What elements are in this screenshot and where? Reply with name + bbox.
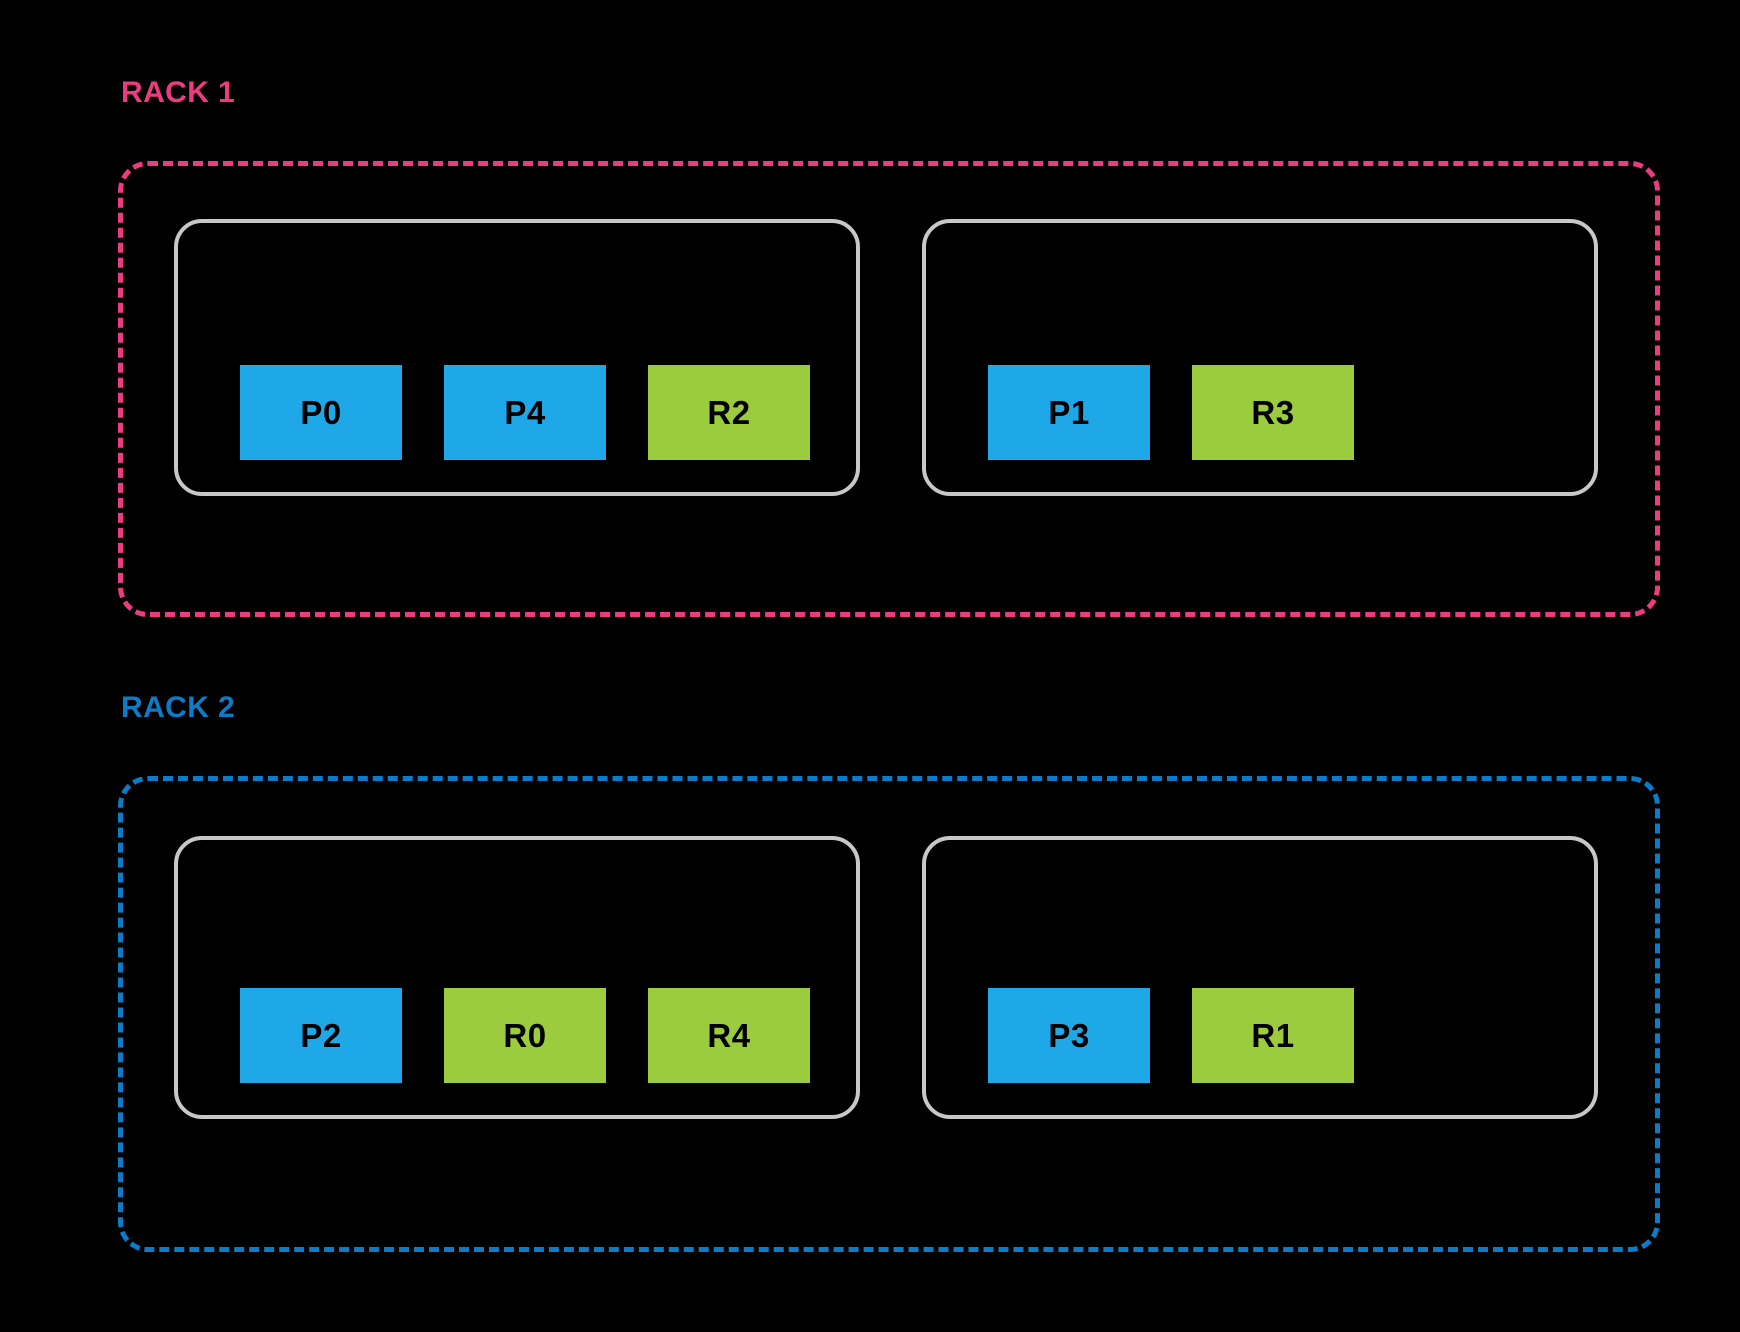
rack-label-rack-2: RACK 2 [121, 691, 236, 724]
replica-chip-r2: R2 [648, 365, 810, 460]
partition-chip-p4: P4 [444, 365, 606, 460]
partition-chip-p0: P0 [240, 365, 402, 460]
rack-label-rack-1: RACK 1 [121, 76, 236, 109]
partition-chip-p1: P1 [988, 365, 1150, 460]
node-box-rack1-node-b: P1 R3 [922, 219, 1598, 496]
replica-chip-r0: R0 [444, 988, 606, 1083]
replica-chip-r1: R1 [1192, 988, 1354, 1083]
replica-chip-r4: R4 [648, 988, 810, 1083]
node-box-rack2-node-b: P3 R1 [922, 836, 1598, 1119]
rack-container-rack-2 [118, 776, 1660, 1252]
partition-chip-p2: P2 [240, 988, 402, 1083]
rack-container-rack-1 [118, 161, 1660, 617]
node-box-rack2-node-a: P2 R0 R4 [174, 836, 860, 1119]
node-box-rack1-node-a: P0 P4 R2 [174, 219, 860, 496]
replica-chip-r3: R3 [1192, 365, 1354, 460]
partition-chip-p3: P3 [988, 988, 1150, 1083]
